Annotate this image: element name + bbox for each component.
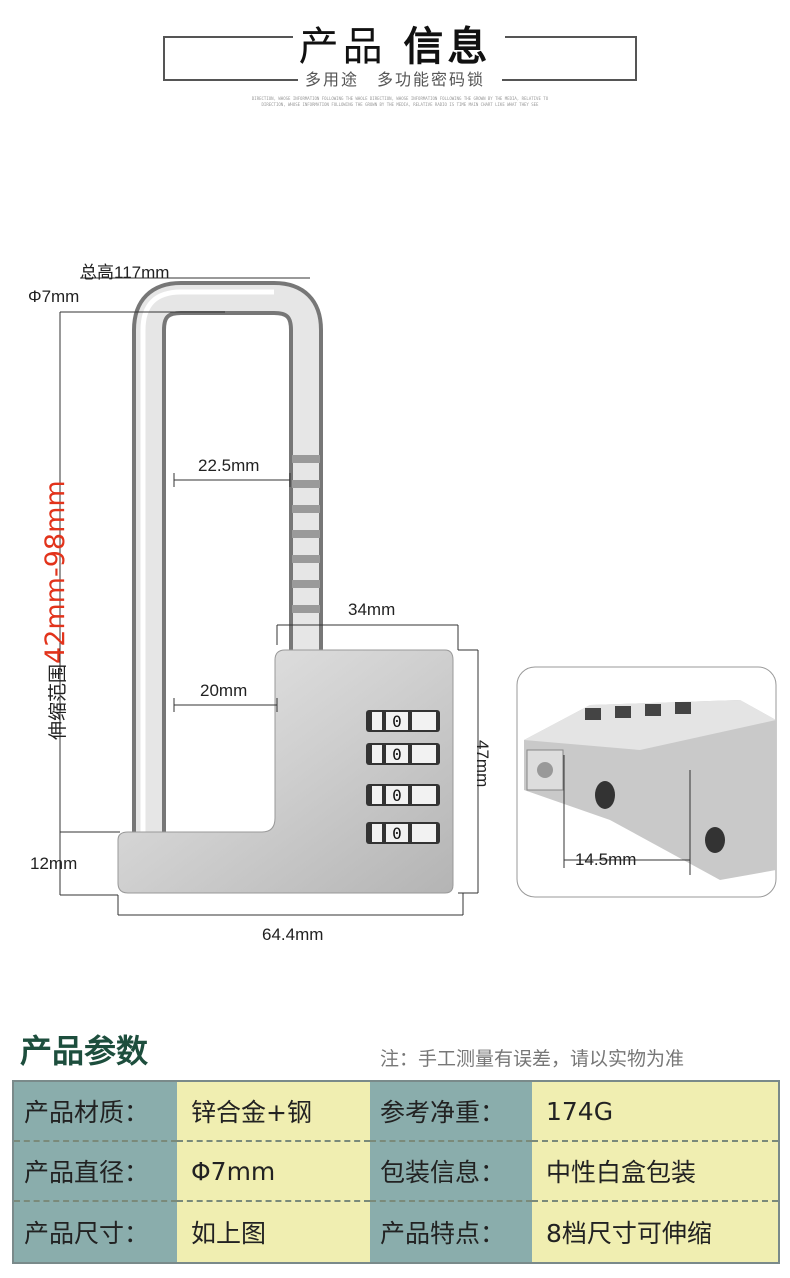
param-value: Φ7mm (177, 1142, 370, 1202)
fine-print: DIRECTION, WHOSE INFORMATION FOLLOWING T… (251, 96, 549, 107)
header-frame-line (505, 36, 637, 38)
dial-digit: 0 (392, 745, 402, 764)
dial-digits: 0 0 0 0 (392, 712, 402, 843)
total-width-label: 64.4mm (262, 925, 324, 944)
title-light: 产品 (298, 24, 387, 70)
measurement-note: 注：手工测量有误差，请以实物为准 (380, 1048, 685, 1070)
param-key: 参考净重： (370, 1082, 532, 1142)
base-height-label: 12mm (30, 854, 78, 873)
padlock-illustration: 0 0 0 0 (59, 277, 777, 916)
hole-spacing-label: 14.5mm (575, 850, 637, 869)
params-title: 产品参数 (20, 1032, 149, 1070)
header-frame-line (635, 36, 637, 80)
subtitle: 多用途 多功能密码锁 (304, 70, 485, 89)
param-value: 中性白盒包装 (532, 1142, 778, 1202)
header-frame-line (163, 36, 165, 80)
dial-digit: 0 (392, 786, 402, 805)
range-label: 伸缩范围42mm-98mm (40, 480, 71, 740)
page-title: 产品 信息 (0, 14, 790, 72)
header-frame-line (163, 79, 298, 81)
inner-width-top-label: 22.5mm (198, 456, 260, 475)
range-label-text: 伸缩范围 (47, 663, 69, 740)
header-frame-line (502, 79, 637, 81)
param-value: 锌合金+钢 (177, 1082, 370, 1142)
lock-body (117, 649, 454, 894)
title-bold: 信息 (403, 24, 492, 70)
inset-photo (516, 666, 777, 898)
param-value: 如上图 (177, 1202, 370, 1262)
param-key: 产品材质： (14, 1082, 177, 1142)
param-key: 产品直径： (14, 1142, 177, 1202)
params-table: 产品材质： 锌合金+钢 参考净重： 174G 产品直径： Φ7mm 包装信息： … (12, 1080, 780, 1264)
diameter-label: Φ7mm (28, 287, 80, 306)
dial-digit: 0 (392, 824, 402, 843)
total-height-label: 总高117mm (80, 263, 170, 282)
combination-dials[interactable] (366, 710, 440, 844)
header-frame-line (163, 36, 293, 38)
dial-digit: 0 (392, 712, 402, 731)
body-height-label: 47mm (473, 740, 492, 788)
param-value: 8档尺寸可伸缩 (532, 1202, 778, 1262)
param-key: 包装信息： (370, 1142, 532, 1202)
param-key: 产品尺寸： (14, 1202, 177, 1262)
shackle (132, 281, 323, 840)
body-width-label: 34mm (348, 600, 396, 619)
param-key: 产品特点： (370, 1202, 532, 1262)
inner-width-bottom-label: 20mm (200, 681, 248, 700)
param-value: 174G (532, 1082, 778, 1142)
range-value: 42mm-98mm (40, 480, 71, 664)
dimension-lines (59, 277, 479, 916)
